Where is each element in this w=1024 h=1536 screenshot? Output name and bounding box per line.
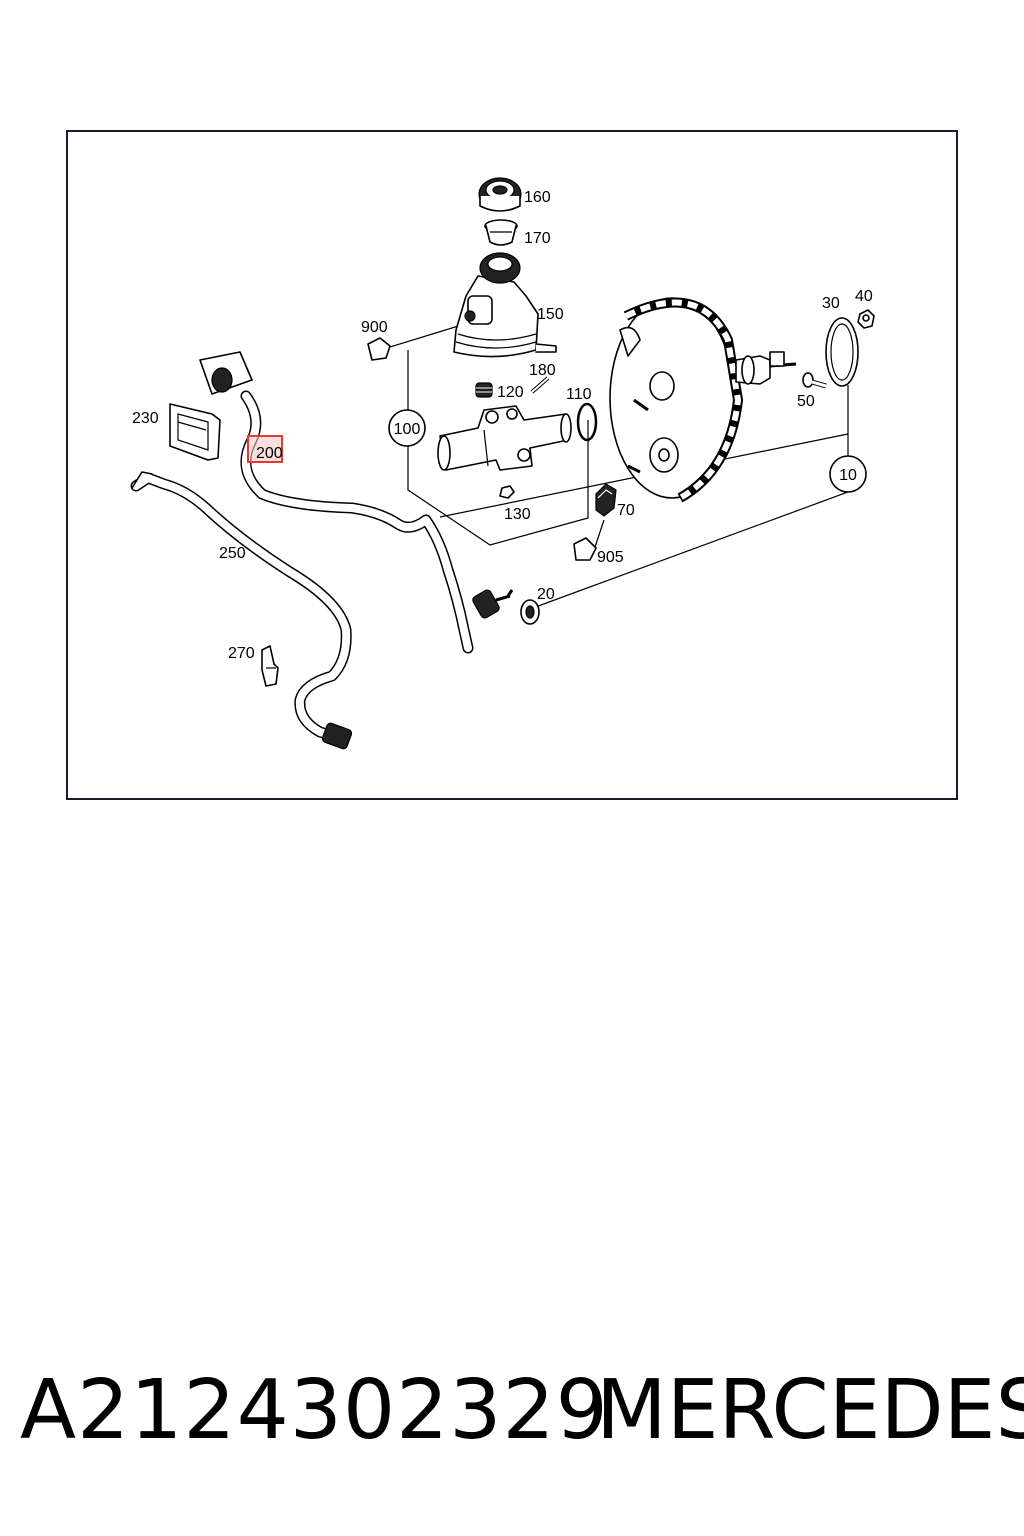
callout-230[interactable]: 230 bbox=[132, 410, 159, 427]
callout-905[interactable]: 905 bbox=[597, 549, 624, 566]
callout-100-text: 100 bbox=[394, 421, 421, 438]
clip-270[interactable] bbox=[261, 645, 279, 687]
seal-20[interactable] bbox=[520, 599, 540, 625]
vacuum-line-200[interactable] bbox=[199, 351, 514, 654]
callout-30[interactable]: 30 bbox=[822, 295, 840, 312]
callout-900[interactable]: 900 bbox=[361, 319, 388, 336]
callout-160[interactable]: 160 bbox=[524, 189, 551, 206]
callout-170[interactable]: 170 bbox=[524, 230, 551, 247]
reference-circle-100[interactable]: 100 bbox=[388, 409, 426, 447]
callout-200-text: 200 bbox=[256, 445, 283, 462]
bracket-230[interactable] bbox=[169, 403, 221, 461]
footer: A2124302329 MERCEDES bbox=[0, 1370, 1024, 1480]
callout-70[interactable]: 70 bbox=[617, 502, 635, 519]
nut-40[interactable] bbox=[857, 309, 875, 329]
brake-fluid-reservoir-150[interactable] bbox=[453, 252, 557, 358]
callout-20[interactable]: 20 bbox=[537, 586, 555, 603]
callout-120[interactable]: 120 bbox=[497, 384, 524, 401]
grommet-120[interactable] bbox=[475, 382, 493, 398]
callout-150[interactable]: 150 bbox=[537, 306, 564, 323]
callout-labels: 160 170 150 900 180 120 110 130 30 40 50… bbox=[132, 189, 873, 662]
pin-180[interactable] bbox=[530, 376, 550, 394]
part-number: A2124302329 bbox=[20, 1363, 609, 1458]
vacuum-hose-250[interactable] bbox=[130, 471, 353, 750]
label-tag-905[interactable] bbox=[573, 537, 597, 561]
master-cylinder-100[interactable] bbox=[437, 405, 572, 471]
sensor-70[interactable] bbox=[595, 483, 617, 517]
reservoir-cap-160[interactable] bbox=[478, 177, 522, 212]
callout-10-text: 10 bbox=[839, 467, 857, 484]
callout-40[interactable]: 40 bbox=[855, 288, 873, 305]
bolt-50[interactable] bbox=[802, 372, 827, 389]
callout-110[interactable]: 110 bbox=[566, 386, 592, 403]
strainer-170[interactable] bbox=[484, 219, 518, 246]
callout-270[interactable]: 270 bbox=[228, 645, 255, 662]
callout-180[interactable]: 180 bbox=[529, 362, 556, 379]
reference-circle-10[interactable]: 10 bbox=[829, 455, 867, 493]
callout-250[interactable]: 250 bbox=[219, 545, 246, 562]
label-tag-900[interactable] bbox=[367, 337, 391, 361]
brand-name: MERCEDES bbox=[596, 1363, 1024, 1458]
gasket-30[interactable] bbox=[825, 317, 859, 387]
highlighted-callout-200[interactable]: 200 bbox=[247, 435, 283, 463]
o-ring-110[interactable] bbox=[576, 402, 598, 442]
callout-130[interactable]: 130 bbox=[504, 506, 531, 523]
callout-50[interactable]: 50 bbox=[797, 393, 815, 410]
nut-130[interactable] bbox=[499, 485, 515, 499]
brake-booster-10[interactable] bbox=[609, 297, 797, 503]
